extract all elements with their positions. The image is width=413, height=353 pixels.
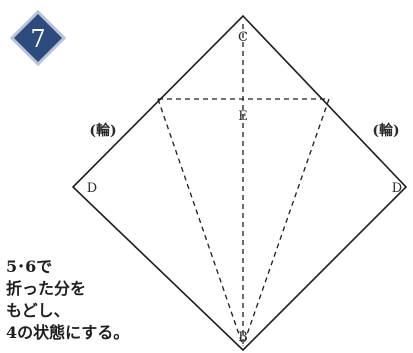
fold-edge-label-left: (輪) [89, 122, 116, 139]
point-label-c: C [238, 30, 248, 45]
point-label-d-right: D [392, 181, 402, 196]
instruction-line: 5･6で [6, 257, 53, 276]
point-label-b: B [238, 330, 248, 345]
step-number: 7 [30, 25, 45, 53]
point-label-e: E [238, 109, 248, 124]
instruction-line: もどし、 [6, 301, 70, 320]
paper-outline [71, 14, 408, 352]
point-label-d-left: D [87, 181, 97, 196]
instruction-line: 4の状態にする。 [6, 323, 130, 342]
instruction-text: 5･6で 折った分を もどし、 4の状態にする。 [6, 256, 129, 344]
fold-edge-label-right: (輪) [372, 122, 399, 139]
instruction-line: 折った分を [6, 279, 87, 298]
right-diagonal-fold-line [242, 98, 330, 347]
step-badge: 7 [9, 9, 67, 67]
left-diagonal-fold-line [157, 98, 244, 347]
